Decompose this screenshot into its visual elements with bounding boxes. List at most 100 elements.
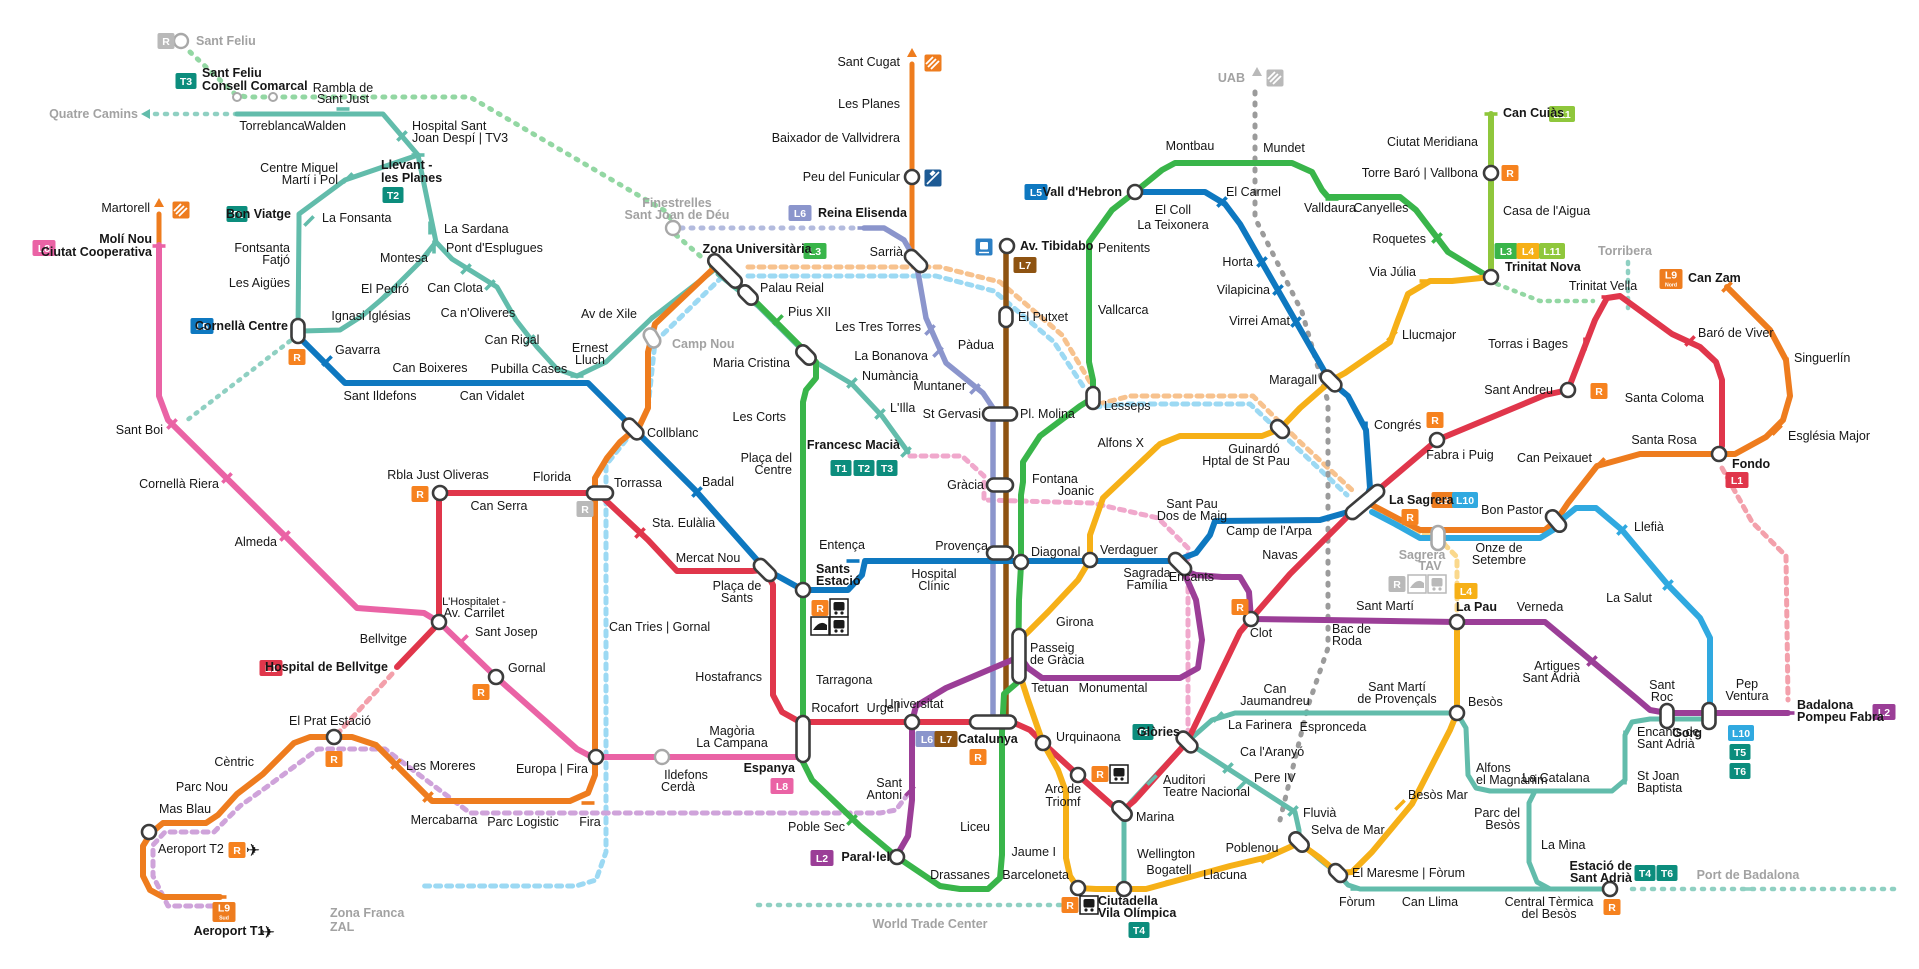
label-teatre-nacional: Teatre Nacional: [1163, 785, 1250, 799]
label-santa-coloma: Santa Coloma: [1625, 391, 1704, 405]
ave-icon: [1407, 574, 1427, 594]
station-tick: [524, 334, 536, 346]
label-gornal: Gornal: [508, 661, 546, 675]
badge-part: L8: [38, 243, 50, 255]
train-icon-part: [1120, 777, 1124, 781]
badge-part: L1: [1731, 475, 1743, 487]
label-collblanc: Collblanc: [647, 426, 698, 440]
label-la-fonsanta: La Fonsanta: [322, 211, 392, 225]
label-torrassa: Torrassa: [614, 476, 662, 490]
label-parc-del: Parc del: [1474, 806, 1520, 820]
label-antoni: Antoni: [867, 788, 902, 802]
badge-l2: L2: [1872, 704, 1896, 720]
label-via-julia: Via Júlia: [1369, 265, 1416, 279]
station-interchange: [140, 823, 158, 841]
label-auditori: Auditori: [1163, 773, 1205, 787]
badge-part: [1725, 472, 1749, 488]
station-tick: [1212, 711, 1224, 723]
station-interchange: [998, 237, 1016, 255]
label-placa-del: Plaça del: [741, 451, 792, 465]
label-l-hospitalet: L'Hospitalet -: [442, 596, 506, 608]
train-icon-part: [840, 611, 844, 615]
badge-l11: L11: [1549, 106, 1575, 122]
plane-icon-part: ✈: [246, 841, 260, 860]
badge-l10: L10: [1452, 492, 1478, 508]
label-besos: Besòs: [1485, 818, 1520, 832]
label-florida: Florida: [533, 470, 571, 484]
badge-part: T1: [231, 209, 243, 221]
line-l3-future: [187, 49, 674, 223]
station-interchange-pill: [1085, 385, 1101, 411]
station-tick: [642, 315, 654, 327]
label-poblenou: Poblenou: [1226, 841, 1279, 855]
label-girona: Girona: [1056, 615, 1094, 629]
label-mundet: Mundet: [1263, 141, 1305, 155]
label-parc-nou: Parc Nou: [176, 780, 228, 794]
arrow-up-icon-part: [907, 48, 917, 57]
station-interchange: [1069, 879, 1087, 897]
station-interchange-pill: [795, 344, 817, 366]
label-fatjo: Fatjó: [262, 253, 290, 267]
badge-l1: L1: [259, 660, 283, 676]
badge-part: [1549, 106, 1575, 122]
badge-r: R: [1590, 383, 1608, 399]
label-clot: Clot: [1250, 626, 1273, 640]
station-interchange: [325, 728, 343, 746]
label-centric: Cèntric: [214, 755, 254, 769]
label-marina: Marina: [1136, 810, 1174, 824]
badge-r: R: [288, 349, 306, 365]
station-tick: [460, 263, 472, 275]
line-l2-aeroport-future: [150, 746, 911, 909]
label-port-de-badalona: Port de Badalona: [1697, 868, 1801, 882]
label-world-trade-center: World Trade Center: [872, 917, 987, 931]
station-tick: [484, 279, 496, 291]
station-interchange-pill: [1319, 369, 1343, 393]
badge-l4: L4: [1454, 583, 1478, 599]
label-navas: Navas: [1262, 548, 1297, 562]
station-tick: [1431, 232, 1443, 244]
badge-part: [1590, 383, 1608, 399]
station-interchange: [1559, 381, 1577, 399]
label-congres: Congrés: [1374, 418, 1421, 432]
station-tick: [634, 527, 646, 539]
label-alfons: Alfons: [1476, 761, 1511, 775]
label-les-corts: Les Corts: [733, 410, 787, 424]
station-tick: [390, 758, 402, 770]
label-gorg: Gorg: [1672, 726, 1702, 740]
label-ciutadella: Ciutadella: [1098, 894, 1159, 908]
badge-part: T6: [1734, 766, 1746, 778]
station-tick: [1165, 878, 1179, 884]
badge-part: T2: [858, 463, 870, 475]
station-tick: [412, 638, 424, 650]
station-interchange-pill: [642, 327, 662, 349]
label-catalunya: Catalunya: [958, 732, 1019, 746]
station-interchange-pill: [1344, 483, 1386, 521]
station-tick: [1284, 568, 1296, 580]
label-el-pedro: El Pedró: [361, 282, 409, 296]
station-tick: [1216, 196, 1228, 208]
badge-part: [1128, 922, 1150, 938]
badge-part: L10: [1456, 495, 1474, 507]
ave-icon-part: [1410, 580, 1424, 588]
label-maria-cristina: Maria Cristina: [713, 356, 790, 370]
station-tick: [321, 355, 333, 367]
badge-part: [1516, 243, 1540, 259]
tram-blau-icon-part: [980, 242, 988, 250]
station-interchange-pill: [752, 557, 778, 583]
station-interchange: [1242, 610, 1260, 628]
badge-part: L8: [776, 781, 788, 793]
station-tick: [1662, 579, 1674, 591]
label-joanic: Joanic: [1058, 484, 1094, 498]
station-tick: [457, 634, 469, 646]
label-torreblanca: Torreblanca: [239, 119, 304, 133]
label-hostafrancs: Hostafrancs: [695, 670, 762, 684]
label-el-maresme-forum: El Maresme | Fòrum: [1352, 866, 1465, 880]
label-la-catalana: La Catalana: [1522, 771, 1589, 785]
badge-part: [803, 243, 827, 259]
station-tick: [221, 472, 233, 484]
line-tram-sant-boi: [183, 338, 293, 424]
funicular-icon-part: [929, 170, 936, 177]
badge-part: [1061, 897, 1079, 913]
